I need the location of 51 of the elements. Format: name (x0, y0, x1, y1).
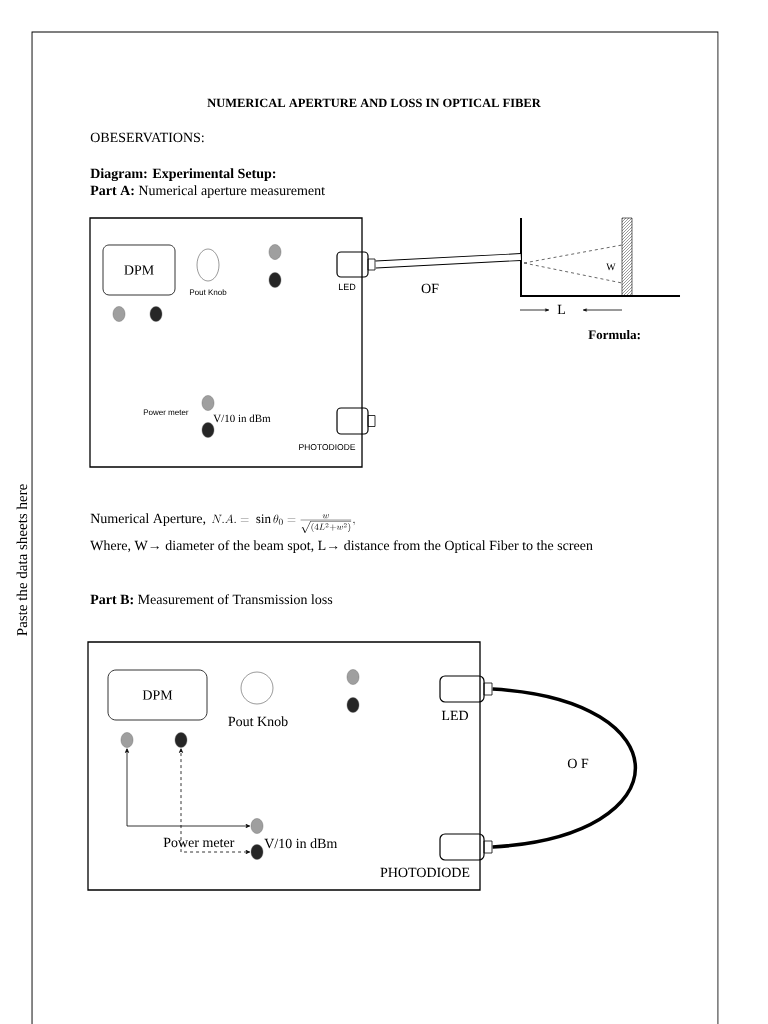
heading: Part A: Numerical aperture measurement (90, 185, 325, 198)
panel-label: V/10 in dBm (213, 414, 271, 423)
display-box: DPM (107, 669, 208, 721)
formula: $N.A.=\ \sin\theta_0=\frac{w}{\sqrt{(4L^2+w^2)}},$ (212, 514, 355, 534)
panel-label: Power meter (143, 409, 189, 416)
side-note: Paste the data sheets here (16, 484, 28, 636)
indicator-light (250, 844, 264, 860)
indicator-light (346, 697, 360, 713)
text: Numerical Aperture, (90, 513, 206, 526)
arrow (125, 748, 251, 828)
screen-stand (523, 217, 633, 297)
photodiode-connector (439, 833, 493, 861)
indicator-light (346, 669, 360, 685)
optical-fiber (375, 253, 521, 269)
heading: OBESERVATIONS: (90, 132, 204, 143)
component-label: PHOTODIODE (380, 867, 470, 878)
component-label: PHOTODIODE (299, 444, 356, 451)
panel-label: Power meter (163, 837, 235, 848)
component-label: Pout Knob (190, 289, 227, 296)
indicator-light (120, 732, 134, 748)
indicator-light (149, 306, 163, 322)
instrument-panel (89, 217, 363, 468)
component-label: LED (339, 283, 356, 290)
component-label: Pout Knob (228, 716, 288, 727)
screen-stand (520, 217, 681, 297)
display-box: DPM (102, 244, 176, 296)
instrument-panel (87, 641, 481, 891)
dimension-label: W (606, 263, 616, 271)
optical-fiber (492, 687, 637, 849)
arrow (179, 748, 251, 854)
indicator-light (250, 818, 264, 834)
indicator-light (112, 306, 126, 322)
text: Where, W→ diameter of the beam spot, L→ distance from the Optical Fiber to the screen (90, 540, 593, 553)
edge-label: O F (567, 758, 589, 769)
knob (240, 671, 274, 705)
component-label: LED (441, 710, 469, 721)
indicator-light (174, 732, 188, 748)
edge-label: OF (421, 283, 439, 294)
panel-label: V/10 in dBm (264, 838, 338, 849)
indicator-light (268, 272, 282, 288)
indicator-light (268, 244, 282, 260)
photodiode-connector (336, 407, 376, 435)
heading: Formula: (588, 330, 640, 340)
heading: Part B: Measurement of Transmission loss (90, 594, 333, 605)
indicator-light (201, 395, 215, 411)
title: NUMERICAL APERTURE AND LOSS IN OPTICAL FIBER (207, 98, 541, 108)
led-connector (336, 251, 376, 278)
led-connector (439, 675, 493, 703)
heading: Diagram: Experimental Setup: (90, 168, 276, 182)
knob (196, 248, 220, 282)
indicator-light (201, 422, 215, 438)
